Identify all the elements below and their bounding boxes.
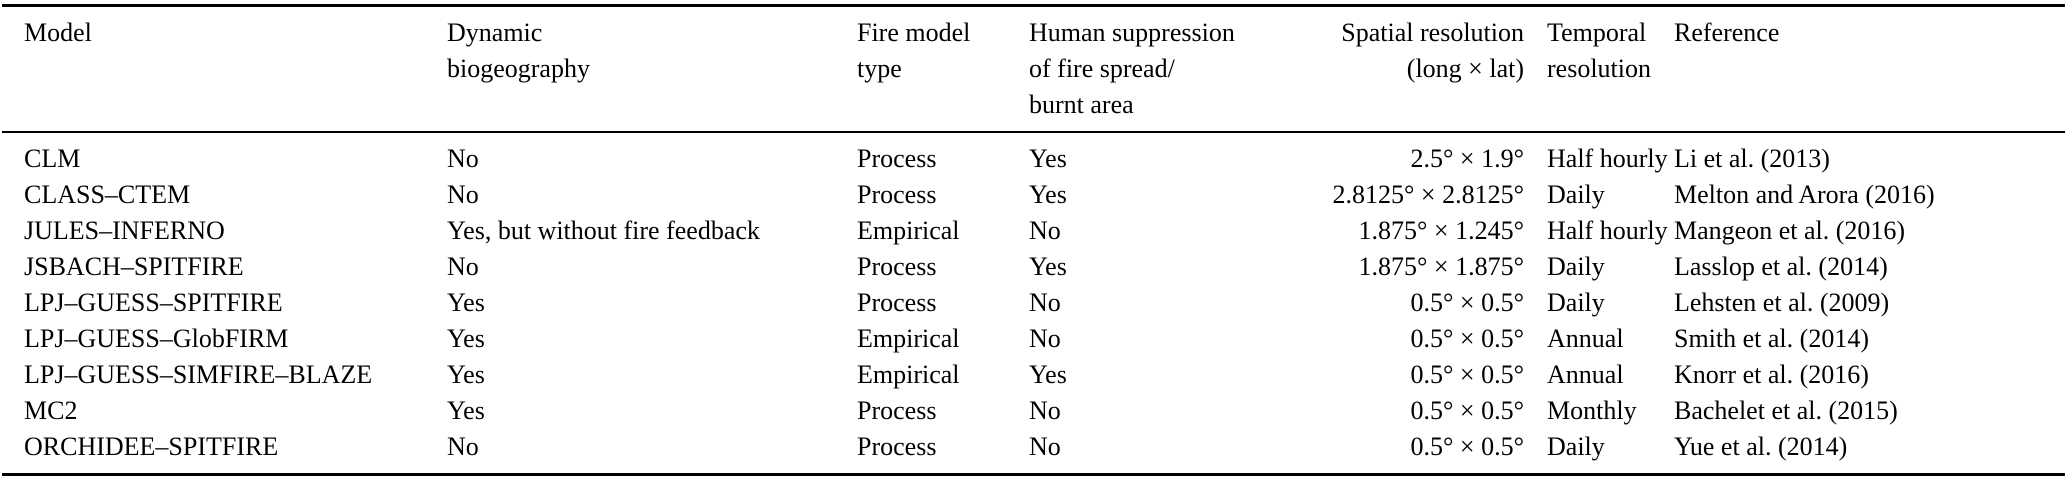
column-header-model: Model: [2, 5, 447, 133]
cell-reference: Lasslop et al. (2014): [1674, 252, 1888, 281]
header-line: Reference: [1674, 18, 1780, 47]
cell-spatial-resolution: 1.875° × 1.875°: [1358, 252, 1524, 281]
cell-dynamic-biogeography: Yes: [447, 324, 485, 353]
cell-human-suppression: No: [1029, 216, 1061, 245]
cell-fire-model-type: Process: [857, 144, 937, 173]
header-line: resolution: [1547, 54, 1651, 83]
cell-temporal-resolution: Half hourly: [1547, 144, 1668, 173]
cell-reference: Smith et al. (2014): [1674, 324, 1869, 353]
cell-human-suppression: Yes: [1029, 252, 1067, 281]
cell-spatial-resolution: 0.5° × 0.5°: [1410, 396, 1524, 425]
table-row: JULES–INFERNO Yes, but without fire feed…: [2, 213, 2065, 249]
cell-human-suppression: No: [1029, 396, 1061, 425]
column-header-spatial-resolution: Spatial resolution (long × lat): [1324, 5, 1524, 133]
cell-human-suppression: Yes: [1029, 144, 1067, 173]
cell-model: CLASS–CTEM: [24, 180, 191, 209]
cell-dynamic-biogeography: Yes, but without fire feedback: [447, 216, 760, 245]
cell-spatial-resolution: 2.8125° × 2.8125°: [1332, 180, 1524, 209]
cell-reference: Mangeon et al. (2016): [1674, 216, 1906, 245]
cell-temporal-resolution: Annual: [1547, 360, 1624, 389]
header-line: biogeography: [447, 54, 590, 83]
cell-temporal-resolution: Daily: [1547, 180, 1605, 209]
cell-model: LPJ–GUESS–GlobFIRM: [24, 324, 289, 353]
cell-fire-model-type: Process: [857, 432, 937, 461]
cell-dynamic-biogeography: Yes: [447, 396, 485, 425]
column-header-reference: Reference: [1674, 5, 2065, 133]
header-line: burnt area: [1029, 90, 1134, 119]
header-line: Dynamic: [447, 18, 543, 47]
cell-fire-model-type: Empirical: [857, 360, 960, 389]
fire-model-comparison-table: Model Dynamic biogeography Fire model ty…: [2, 4, 2065, 476]
header-line: Temporal: [1547, 18, 1647, 47]
cell-spatial-resolution: 2.5° × 1.9°: [1410, 144, 1524, 173]
cell-temporal-resolution: Daily: [1547, 252, 1605, 281]
cell-fire-model-type: Empirical: [857, 324, 960, 353]
header-line: Fire model: [857, 18, 971, 47]
cell-human-suppression: No: [1029, 324, 1061, 353]
cell-fire-model-type: Process: [857, 288, 937, 317]
cell-temporal-resolution: Monthly: [1547, 396, 1637, 425]
cell-dynamic-biogeography: Yes: [447, 360, 485, 389]
cell-model: JSBACH–SPITFIRE: [24, 252, 244, 281]
table-row: MC2 Yes Process No 0.5° × 0.5° Monthly B…: [2, 393, 2065, 429]
cell-reference: Li et al. (2013): [1674, 144, 1830, 173]
column-header-fire-model-type: Fire model type: [857, 5, 1029, 133]
header-line: type: [857, 54, 902, 83]
cell-fire-model-type: Process: [857, 252, 937, 281]
cell-fire-model-type: Process: [857, 180, 937, 209]
cell-model: JULES–INFERNO: [24, 216, 225, 245]
header-line: Spatial resolution: [1341, 18, 1524, 47]
cell-reference: Yue et al. (2014): [1674, 432, 1848, 461]
cell-model: MC2: [24, 396, 78, 425]
table-row: CLASS–CTEM No Process Yes 2.8125° × 2.81…: [2, 177, 2065, 213]
table-row: JSBACH–SPITFIRE No Process Yes 1.875° × …: [2, 249, 2065, 285]
cell-spatial-resolution: 0.5° × 0.5°: [1410, 360, 1524, 389]
cell-dynamic-biogeography: Yes: [447, 288, 485, 317]
table-row: LPJ–GUESS–GlobFIRM Yes Empirical No 0.5°…: [2, 321, 2065, 357]
cell-spatial-resolution: 1.875° × 1.245°: [1358, 216, 1524, 245]
cell-temporal-resolution: Daily: [1547, 288, 1605, 317]
table-row: ORCHIDEE–SPITFIRE No Process No 0.5° × 0…: [2, 429, 2065, 475]
cell-model: ORCHIDEE–SPITFIRE: [24, 432, 279, 461]
cell-human-suppression: No: [1029, 432, 1061, 461]
cell-spatial-resolution: 0.5° × 0.5°: [1410, 432, 1524, 461]
column-header-dynamic-biogeography: Dynamic biogeography: [447, 5, 857, 133]
cell-human-suppression: Yes: [1029, 360, 1067, 389]
cell-fire-model-type: Process: [857, 396, 937, 425]
cell-model: LPJ–GUESS–SPITFIRE: [24, 288, 283, 317]
cell-dynamic-biogeography: No: [447, 144, 479, 173]
header-line: (long × lat): [1406, 54, 1524, 83]
header-line: Model: [24, 18, 92, 47]
cell-fire-model-type: Empirical: [857, 216, 960, 245]
table-row: LPJ–GUESS–SPITFIRE Yes Process No 0.5° ×…: [2, 285, 2065, 321]
cell-reference: Melton and Arora (2016): [1674, 180, 1935, 209]
header-line: Human suppression: [1029, 18, 1235, 47]
cell-model: CLM: [24, 144, 81, 173]
cell-temporal-resolution: Annual: [1547, 324, 1624, 353]
cell-reference: Knorr et al. (2016): [1674, 360, 1869, 389]
cell-model: LPJ–GUESS–SIMFIRE–BLAZE: [24, 360, 373, 389]
cell-reference: Bachelet et al. (2015): [1674, 396, 1898, 425]
cell-spatial-resolution: 0.5° × 0.5°: [1410, 288, 1524, 317]
header-row: Model Dynamic biogeography Fire model ty…: [2, 5, 2065, 133]
column-header-human-suppression: Human suppression of fire spread/ burnt …: [1029, 5, 1324, 133]
cell-human-suppression: No: [1029, 288, 1061, 317]
cell-human-suppression: Yes: [1029, 180, 1067, 209]
header-line: of fire spread/: [1029, 54, 1175, 83]
table-row: LPJ–GUESS–SIMFIRE–BLAZE Yes Empirical Ye…: [2, 357, 2065, 393]
cell-dynamic-biogeography: No: [447, 432, 479, 461]
cell-reference: Lehsten et al. (2009): [1674, 288, 1890, 317]
table-row: CLM No Process Yes 2.5° × 1.9° Half hour…: [2, 132, 2065, 177]
cell-spatial-resolution: 0.5° × 0.5°: [1410, 324, 1524, 353]
column-header-temporal-resolution: Temporal resolution: [1524, 5, 1674, 133]
cell-temporal-resolution: Half hourly: [1547, 216, 1668, 245]
cell-dynamic-biogeography: No: [447, 252, 479, 281]
cell-dynamic-biogeography: No: [447, 180, 479, 209]
cell-temporal-resolution: Daily: [1547, 432, 1605, 461]
